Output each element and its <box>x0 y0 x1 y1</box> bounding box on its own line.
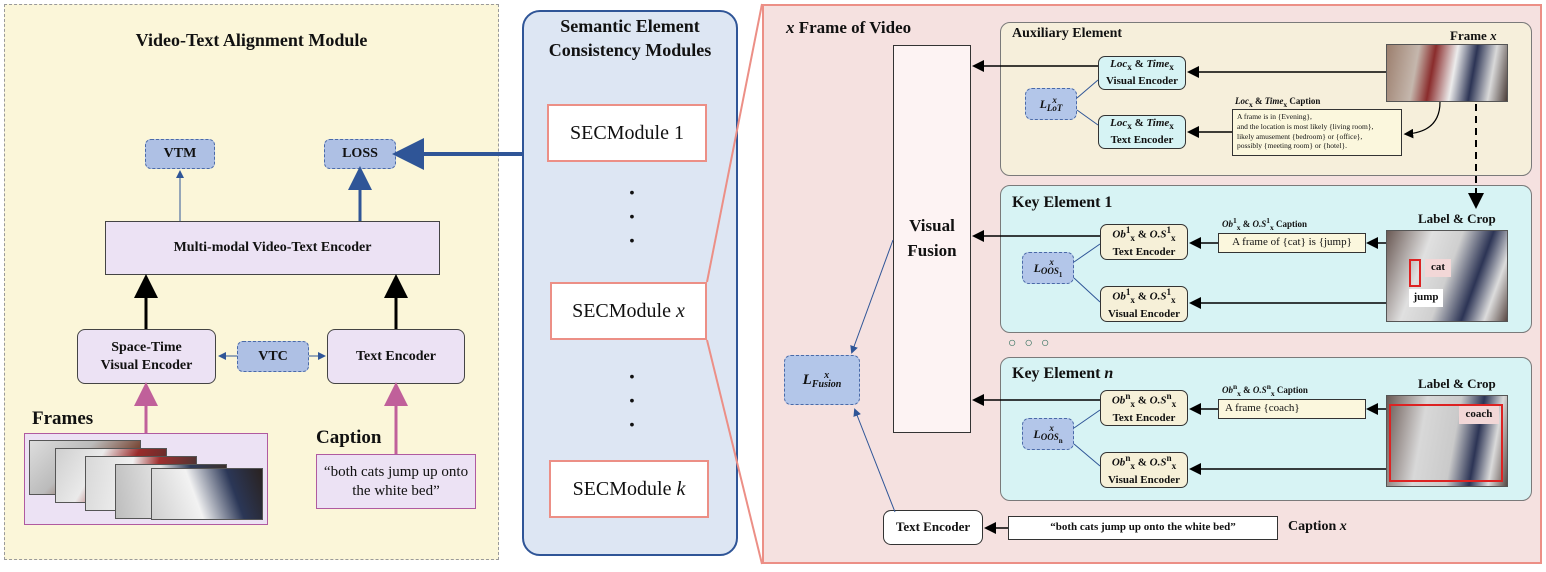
ob-os-label: Obnx & O.Snx <box>1111 390 1177 409</box>
ob-os-label: Ob1x & O.S1x <box>1112 286 1176 305</box>
visual-encoder-label: Visual Encoder <box>1107 473 1180 486</box>
frame-x-image <box>1386 44 1508 102</box>
circle-icon: ○ <box>1040 336 1058 351</box>
frames-box <box>24 433 268 525</box>
keyn-caption-heading: Obnx & O.Snx Caption <box>1222 382 1308 398</box>
loc-time-visual-encoder: Locx & Timex Visual Encoder <box>1098 56 1186 90</box>
loc-time-label: Locx & Timex <box>1110 117 1174 132</box>
text-encoder-to-loss-arrow <box>853 408 896 513</box>
visual-fusion-line1: Visual <box>909 216 955 236</box>
loc-time-label: Locx & Timex <box>1110 58 1174 73</box>
sec-module-k-prefix: SECModule <box>572 477 672 500</box>
jump-tag: jump <box>1409 289 1443 307</box>
key1-label-crop: Label & Crop <box>1418 211 1496 226</box>
right-title-var: x <box>786 18 795 37</box>
zoom-line-bottom <box>706 339 763 565</box>
loc-time-caption-heading: Locx & Timex Caption <box>1235 96 1321 109</box>
sec-module-k-var: k <box>676 477 686 500</box>
frame-to-caption-arrow <box>1403 101 1441 139</box>
caption-line: likely amusement {bedroom} or {office}, <box>1237 131 1363 141</box>
text-encoder-label: Text Encoder <box>1110 134 1174 147</box>
left-panel-title: Video-Text Alignment Module <box>135 30 368 50</box>
right-text-encoder-box: Text Encoder <box>883 510 983 545</box>
key1-text-to-oos <box>1073 243 1101 263</box>
caption-x-label: Caption x <box>1288 519 1347 534</box>
right-panel-title: x Frame of Video <box>786 18 911 38</box>
fusion-to-loss-arrow <box>850 239 894 354</box>
key-element-1-title: Key Element 1 <box>1012 194 1113 211</box>
caption-line: and the location is most likely {living … <box>1237 121 1374 131</box>
space-time-label: Space-Time <box>111 340 182 355</box>
aux-text-to-lot <box>1076 109 1099 126</box>
key1-caption-box: A frame of {cat} is {jump} <box>1218 233 1366 253</box>
key1-crop-image: cat jump <box>1386 230 1508 322</box>
visual-encoder-label: Visual Encoder <box>100 357 193 373</box>
cat-bounding-box <box>1409 259 1421 287</box>
frame-thumbnail <box>151 468 263 520</box>
visual-encoder-label: Visual Encoder <box>1105 75 1178 88</box>
caption-line: possibly {meeting room} or {hotel}. <box>1237 141 1348 151</box>
text-encoder-label: Text Encoder <box>1112 411 1176 424</box>
circle-icon: ○ <box>1024 336 1041 351</box>
space-time-visual-encoder-box: Space-Time Visual Encoder <box>77 329 216 384</box>
vtm-box: VTM <box>145 139 215 169</box>
keyn-text-encoder: Obnx & O.Snx Text Encoder <box>1100 390 1188 426</box>
keyn-visual-to-oos <box>1073 443 1101 467</box>
keyn-text-to-oos <box>1073 409 1101 429</box>
auxiliary-element-title: Auxiliary Element <box>1012 26 1123 41</box>
key1-text-encoder: Ob1x & O.S1x Text Encoder <box>1100 224 1188 260</box>
multimodal-encoder-box: Multi-modal Video-Text Encoder <box>105 221 440 275</box>
ob-os-label: Obnx & O.Snx <box>1111 452 1177 471</box>
caption-box: “both cats jump up onto the white bed” <box>316 454 476 509</box>
right-caption-box: “both cats jump up onto the white bed” <box>1008 516 1278 540</box>
coach-bounding-box <box>1389 404 1503 482</box>
sec-module-1: SECModule 1 <box>547 104 707 162</box>
visual-fusion-line2: Fusion <box>907 241 957 260</box>
frames-label: Frames <box>32 408 94 429</box>
loc-time-text-encoder: Locx & Timex Text Encoder <box>1098 115 1186 149</box>
zoom-line-top <box>706 3 763 283</box>
keyn-label-crop: Label & Crop <box>1418 376 1496 391</box>
more-elements-indicator: ○○○ <box>1008 336 1057 352</box>
sec-module-x-prefix: SECModule <box>572 299 671 322</box>
key1-caption-heading: Ob1x & O.S1x Caption <box>1222 216 1308 232</box>
keyn-crop-image: coach <box>1386 395 1508 487</box>
aux-visual-to-lot <box>1076 79 1099 99</box>
frame-label: Frame <box>1450 28 1487 43</box>
key1-visual-to-oos <box>1073 277 1101 303</box>
middle-title-line1: Semantic Element <box>560 16 700 36</box>
caption-label: Caption <box>316 427 382 448</box>
loc-time-caption-box: A frame is in {Evening}, and the locatio… <box>1232 109 1402 156</box>
sec-module-x-var: x <box>676 299 685 322</box>
middle-title-line2: Consistency Modules <box>548 40 712 60</box>
vtc-box: VTC <box>237 341 309 372</box>
keyn-caption-box: A frame {coach} <box>1218 399 1366 419</box>
visual-encoder-label: Visual Encoder <box>1107 307 1180 320</box>
frame-var: x <box>1490 28 1497 43</box>
right-title-text: Frame of Video <box>798 18 912 37</box>
vertical-ellipsis-icon: ··· <box>626 174 638 258</box>
cat-tag: cat <box>1425 259 1451 277</box>
visual-fusion-box: Visual Fusion <box>893 45 971 433</box>
loss-box: LOSS <box>324 139 396 169</box>
keyn-visual-encoder: Obnx & O.Snx Visual Encoder <box>1100 452 1188 488</box>
text-encoder-box: Text Encoder <box>327 329 465 384</box>
sec-module-x: SECModule x <box>550 282 707 340</box>
coach-tag: coach <box>1459 406 1499 424</box>
key-element-n-title: Key Element n <box>1012 365 1114 382</box>
ob-os-label: Ob1x & O.S1x <box>1112 224 1176 243</box>
text-encoder-label: Text Encoder <box>1112 245 1176 258</box>
key1-visual-encoder: Ob1x & O.S1x Visual Encoder <box>1100 286 1188 322</box>
vertical-ellipsis-icon: ··· <box>626 358 638 442</box>
frame-x-label: Frame x <box>1450 28 1497 44</box>
caption-line: A frame is in {Evening}, <box>1237 112 1312 121</box>
sec-module-k: SECModule k <box>549 460 709 518</box>
circle-icon: ○ <box>1008 336 1025 351</box>
